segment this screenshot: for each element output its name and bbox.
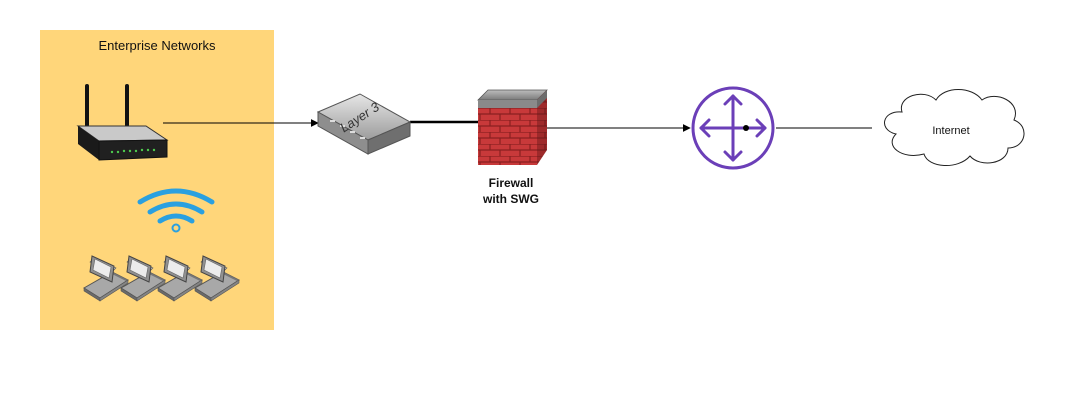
brick-firewall-icon	[477, 89, 548, 165]
laptop-icon	[83, 255, 130, 302]
internet-label: Internet	[932, 125, 969, 137]
laptop-icon	[120, 255, 167, 302]
firewall-label-line2: with SWG	[482, 192, 539, 206]
laptop-icon	[194, 255, 241, 302]
laptop-icon	[157, 255, 204, 302]
layer3-switch-icon: Layer 3	[316, 93, 412, 155]
firewall-label-line1: Firewall	[489, 176, 534, 190]
wireless-router-icon	[76, 84, 169, 161]
router-connection-dot	[743, 125, 749, 131]
router-icon	[691, 86, 775, 170]
wifi-icon	[137, 188, 215, 233]
cloud-icon	[884, 89, 1025, 166]
laptop-group	[83, 255, 241, 302]
enterprise-network-title: Enterprise Networks	[98, 38, 216, 53]
